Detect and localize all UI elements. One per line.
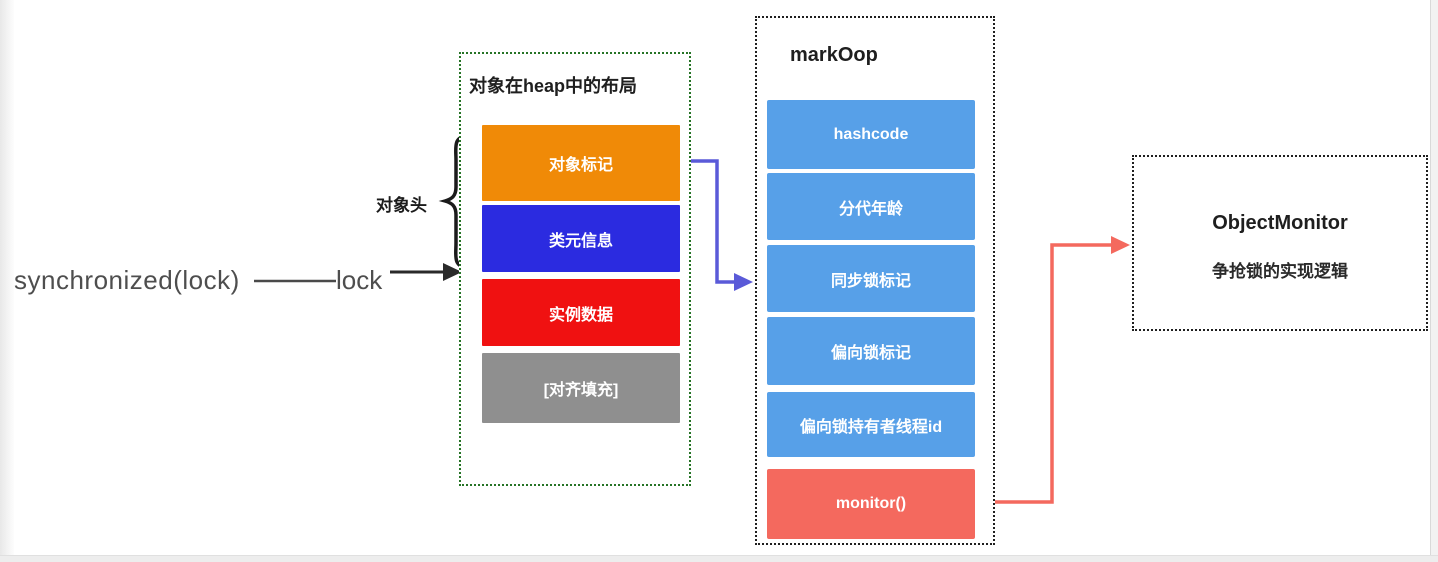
markoop-block-sync-lock-flag: 同步锁标记 (767, 245, 975, 312)
markoop-box: markOop hashcode 分代年龄 同步锁标记 偏向锁标记 偏向锁持有者… (755, 16, 995, 545)
markoop-block-label: monitor() (835, 495, 907, 512)
heap-layout-box: 对象在heap中的布局 对象标记 类元信息 实例数据 [对齐填充] (459, 52, 691, 486)
lock-label: lock (336, 265, 383, 295)
object-header-label: 对象头 (376, 196, 427, 215)
right-edge-shade (1430, 0, 1438, 562)
markoop-block-label: 偏向锁标记 (830, 345, 911, 362)
heap-block-instance-data: 实例数据 (482, 279, 680, 346)
markoop-block-label: hashcode (833, 125, 909, 143)
object-monitor-title: ObjectMonitor (1212, 212, 1348, 234)
markoop-title: markOop (790, 44, 878, 66)
heap-block-label: 类元信息 (548, 232, 613, 250)
heap-block-label: 实例数据 (548, 306, 613, 324)
markoop-block-label: 偏向锁持有者线程id (799, 418, 943, 436)
left-edge-shade (0, 0, 14, 562)
heap-block-mark-word: 对象标记 (482, 125, 680, 201)
markword-arrowhead-icon (734, 273, 753, 291)
markoop-block-biased-thread-id: 偏向锁持有者线程id (767, 392, 975, 457)
heap-block-label: 对象标记 (548, 157, 613, 174)
markoop-block-gc-age: 分代年龄 (767, 173, 975, 240)
markoop-block-label: 分代年龄 (838, 200, 903, 218)
bottom-edge-shade (0, 555, 1438, 562)
markoop-block-monitor: monitor() (767, 469, 975, 539)
heap-block-label: [对齐填充] (543, 382, 619, 399)
markoop-block-label: 同步锁标记 (830, 272, 911, 290)
object-monitor-subtitle: 争抢锁的实现逻辑 (1212, 262, 1348, 281)
markoop-block-hashcode: hashcode (767, 100, 975, 169)
monitor-arrowhead-icon (1111, 236, 1130, 254)
synchronized-code-label: synchronized(lock) (14, 265, 240, 295)
heap-box-title: 对象在heap中的布局 (469, 76, 638, 96)
heap-block-padding: [对齐填充] (482, 353, 680, 423)
markoop-block-biased-lock-flag: 偏向锁标记 (767, 317, 975, 385)
heap-block-class-metadata: 类元信息 (482, 205, 680, 272)
object-monitor-box: ObjectMonitor 争抢锁的实现逻辑 (1132, 155, 1428, 331)
